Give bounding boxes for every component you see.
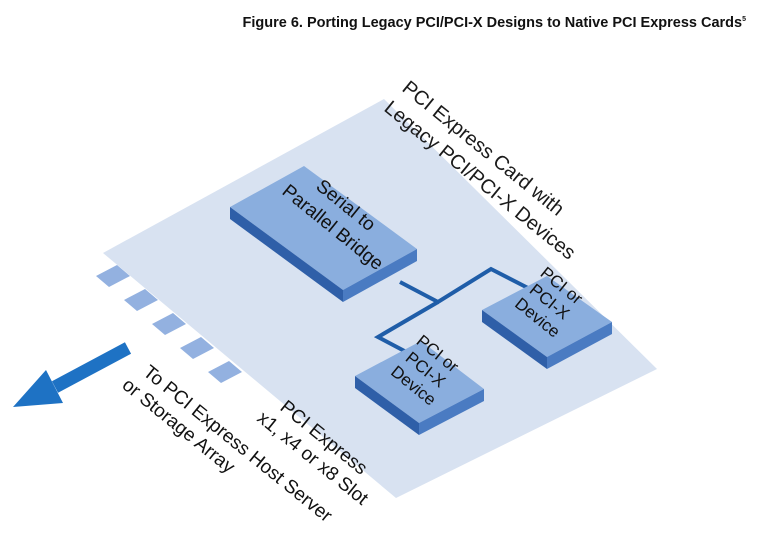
pci-device-b-chip — [355, 341, 484, 435]
bus-lines — [373, 266, 529, 357]
connector-finger — [96, 265, 130, 287]
bus-line-bridge-to-device-a — [399, 266, 529, 305]
arrow-to-host-icon — [13, 342, 132, 407]
pci-express-card — [103, 99, 657, 498]
figure-title-text: Figure 6. Porting Legacy PCI/PCI-X Desig… — [242, 15, 743, 31]
connector-finger — [124, 289, 158, 311]
pci-device-a-chip — [482, 276, 612, 369]
figure-title: Figure 6. Porting Legacy PCI/PCI-X Desig… — [243, 15, 747, 31]
serial-parallel-bridge-chip — [230, 166, 417, 302]
connector-finger — [152, 313, 186, 335]
figure-footnote-marker: 5 — [742, 16, 746, 24]
edge-connector — [96, 265, 242, 383]
connector-finger — [180, 337, 214, 359]
connector-finger — [208, 361, 242, 383]
bus-line-to-device-b — [373, 300, 440, 357]
